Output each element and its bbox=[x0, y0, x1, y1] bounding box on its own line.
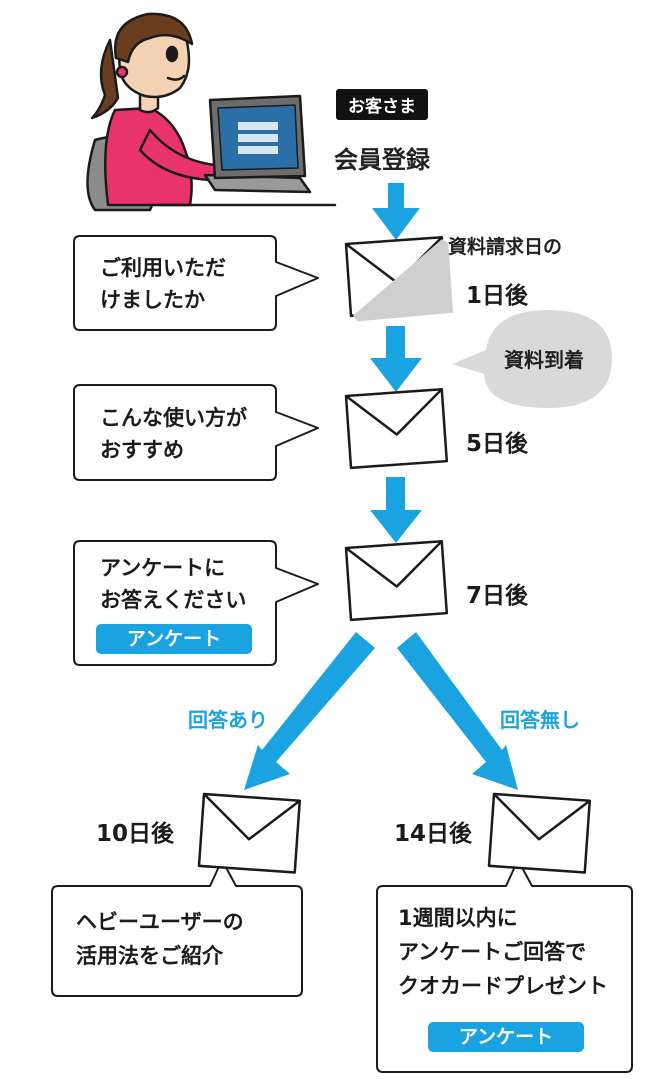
survey-button-2[interactable]: アンケート bbox=[428, 1022, 584, 1052]
day-label-14: 14日後 bbox=[394, 821, 473, 847]
message-5-line1: 1週間以内に bbox=[398, 906, 518, 930]
day-prefix: 資料請求日の bbox=[448, 236, 563, 258]
person-at-laptop-illustration bbox=[86, 12, 337, 212]
speech-box-2 bbox=[73, 384, 319, 481]
day-label-3: 7日後 bbox=[466, 583, 529, 609]
message-2-line2: おすすめ bbox=[100, 438, 184, 462]
envelope-icon bbox=[344, 540, 449, 622]
message-1-line2: けましたか bbox=[100, 288, 205, 312]
flow-arrows bbox=[244, 183, 518, 790]
customer-tag: お客さま bbox=[336, 89, 428, 120]
arrival-bubble-label: 資料到着 bbox=[504, 348, 584, 372]
branch-unanswered-label: 回答無し bbox=[500, 708, 580, 732]
arrow-diag-right bbox=[397, 632, 518, 790]
arrival-bubble-shape bbox=[452, 310, 612, 408]
message-4-line1: ヘビーユーザーの bbox=[76, 910, 244, 934]
arrow-down-3 bbox=[370, 477, 422, 543]
survey-button[interactable]: アンケート bbox=[96, 624, 252, 654]
branch-answered-label: 回答あり bbox=[188, 708, 268, 732]
message-4-line2: 活用法をご紹介 bbox=[76, 944, 223, 968]
day-label-1: 1日後 bbox=[466, 283, 529, 309]
envelope-icon bbox=[344, 236, 454, 322]
arrow-diag-left bbox=[244, 632, 375, 790]
envelope-icon bbox=[487, 792, 592, 874]
message-3-line1: アンケートに bbox=[100, 556, 226, 580]
message-3-line2: お答えください bbox=[100, 588, 247, 612]
speech-box-4 bbox=[51, 859, 303, 997]
signup-label: 会員登録 bbox=[334, 146, 430, 174]
message-5-line2: アンケートご回答で bbox=[398, 940, 587, 964]
message-5-line3: クオカードプレゼント bbox=[398, 974, 608, 998]
arrow-down-2 bbox=[370, 326, 422, 392]
day-label-2: 5日後 bbox=[466, 431, 529, 457]
envelope-icon bbox=[344, 388, 449, 470]
envelope-icon bbox=[197, 792, 302, 874]
speech-box-1 bbox=[73, 235, 319, 331]
arrow-down-1 bbox=[372, 183, 420, 240]
day-label-10: 10日後 bbox=[96, 821, 175, 847]
message-2-line1: こんな使い方が bbox=[100, 406, 247, 430]
message-1-line1: ご利用いただ bbox=[100, 256, 226, 280]
speech-box-5 bbox=[376, 859, 633, 1073]
